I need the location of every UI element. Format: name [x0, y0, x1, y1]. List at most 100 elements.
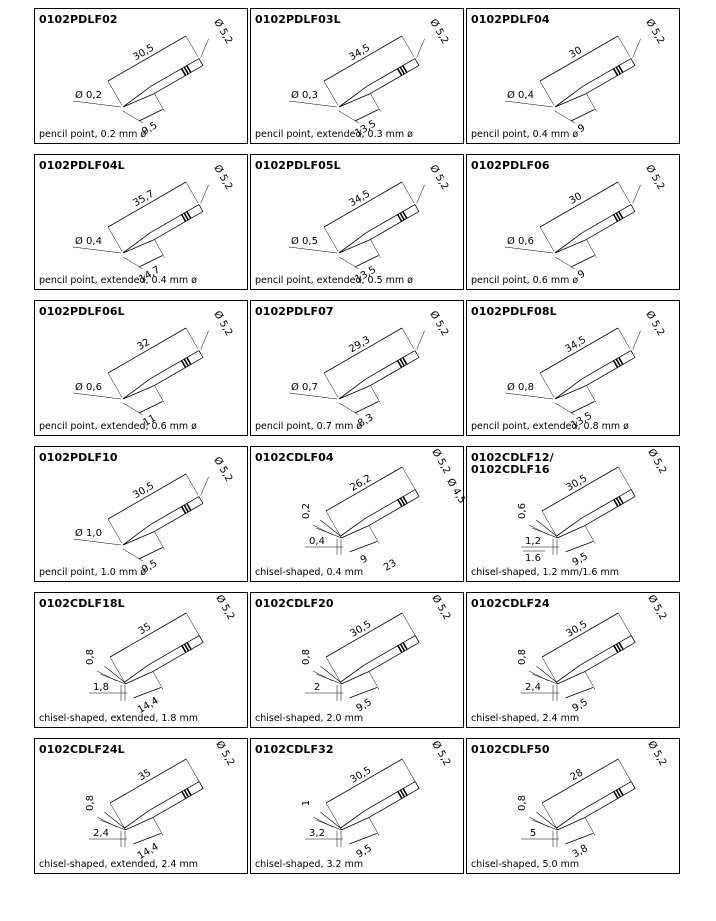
tip-dimension-drawing: 30,5Ø 5,2Ø 1,09,5	[72, 455, 235, 576]
length-label: 35	[137, 621, 154, 637]
tip-shaft	[364, 781, 420, 818]
tip-taper	[554, 86, 587, 108]
tip-shaft	[582, 204, 636, 240]
reach-label: 9,5	[355, 697, 374, 714]
tip-ring	[401, 356, 408, 366]
tip-ring	[181, 790, 187, 800]
blade-width-label: 2,4	[525, 682, 541, 693]
tip-description: chisel-shaped, 3.2 mm	[255, 859, 364, 870]
reach-dimension-line	[349, 833, 378, 845]
tip-ring	[399, 212, 406, 221]
tip-part-number: 0102PDLF04L	[39, 159, 125, 172]
tip-diameter-leader	[72, 100, 122, 108]
tip-part-number: 0102PDLF03L	[255, 13, 341, 26]
tip-ring	[185, 64, 192, 74]
tip-shaft	[582, 58, 636, 94]
blade-thickness-label: 0,6	[517, 503, 528, 519]
length-label: 35	[137, 767, 154, 783]
tip-drawing	[72, 35, 209, 124]
tip-description: pencil point, extended, 0.8 mm ø	[471, 421, 629, 432]
reach2-label: 23	[382, 558, 399, 574]
tip-part-number: 0102CDLF04	[255, 451, 334, 464]
length-dimension-line	[541, 466, 619, 512]
tip-drawing	[504, 35, 641, 124]
tip-diameter-label: Ø 0,7	[291, 381, 318, 393]
tip-drawing	[305, 466, 420, 555]
tip-part-number: 0102CDLF32	[255, 743, 334, 756]
reach-label: 9	[576, 122, 587, 135]
reach-dimension-line	[349, 687, 378, 699]
tip-diameter-leader	[288, 246, 338, 254]
tip-part-number: 0102PDLF05L	[255, 159, 341, 172]
tip-diameter-leader	[288, 392, 338, 400]
tip-part-number: 0102CDLF12/ 0102CDLF16	[471, 451, 554, 476]
tip-part-number: 0102CDLF20	[255, 597, 334, 610]
tip-shaft	[150, 204, 204, 240]
length-dimension-line	[107, 327, 187, 374]
shaft-diameter-label: Ø 5,2	[645, 593, 669, 622]
tip-ring	[397, 498, 403, 508]
tip-shaft	[366, 350, 420, 386]
tip-part-number: 0102CDLF18L	[39, 597, 125, 610]
blade-width2-label: 1.6	[525, 553, 541, 564]
shaft-diameter-label: Ø 5,2	[427, 309, 451, 338]
tip-ring	[617, 64, 624, 74]
tip-part-number: 0102CDLF24L	[39, 743, 125, 756]
tip-description: chisel-shaped, 0.4 mm	[255, 567, 364, 578]
tip-ring	[615, 66, 622, 75]
tip-dimension-drawing: 34,5Ø 5,2Ø 0,513,5	[288, 163, 451, 285]
tip-diameter-label: Ø 0,4	[75, 235, 102, 247]
length-dimension-line	[107, 473, 187, 520]
tip-description: chisel-shaped, 1.2 mm/1.6 mm	[471, 567, 619, 578]
tip-ring	[618, 641, 624, 651]
tip-diameter-label: Ø 0,5	[291, 235, 318, 247]
reach-dimension-line	[138, 109, 163, 122]
chisel-blade	[556, 664, 586, 685]
reach-label: 9	[359, 553, 370, 566]
tip-description: chisel-shaped, 2.0 mm	[255, 713, 364, 724]
tip-diameter-label: Ø 0,6	[507, 235, 534, 247]
chisel-blade	[556, 810, 586, 831]
reach-label: 9,5	[355, 843, 374, 860]
blade-thickness-label: 0,8	[85, 649, 96, 665]
tip-description: pencil point, extended, 0.3 mm ø	[255, 129, 413, 140]
tip-ring	[396, 359, 403, 369]
reach-dimension-line	[570, 109, 595, 122]
tip-taper	[122, 86, 155, 108]
tip-shaft	[148, 781, 204, 818]
tip-dimension-drawing: 34,5Ø 5,2Ø 0,313,5	[288, 17, 451, 139]
reach-label: 3,8	[571, 843, 590, 860]
tip-ring	[612, 67, 619, 77]
shaft-diameter-label: Ø 5,2	[427, 163, 451, 192]
tip-shaft	[580, 781, 636, 818]
blade-width-label: 2	[314, 682, 320, 693]
tip-part-number: 0102PDLF06L	[39, 305, 125, 318]
tip-diameter-leader	[504, 392, 554, 400]
blade-width-label: 1,8	[93, 682, 109, 693]
shaft-diameter-label: Ø 5,2	[645, 739, 669, 768]
tip-ring	[612, 213, 619, 223]
length-dimension-line	[325, 758, 403, 804]
blade-thickness-label: 0,8	[301, 649, 312, 665]
tip-ring	[399, 789, 406, 798]
tip-ring	[399, 497, 406, 506]
tip-dimension-drawing: 30Ø 5,2Ø 0,69	[504, 163, 667, 281]
tip-dimension-drawing: 28Ø 5,20,853,8	[517, 739, 669, 860]
tip-shaft	[150, 58, 204, 94]
tip-part-number: 0102PDLF06	[471, 159, 550, 172]
reach-dimension-line	[138, 547, 163, 560]
reach-dimension-line	[133, 833, 162, 845]
tip-ring	[402, 641, 408, 651]
blade-thickness-label: 1	[301, 800, 312, 806]
length-dimension-line	[107, 181, 187, 228]
length-dimension-line	[107, 35, 187, 82]
length-dimension-line	[539, 35, 619, 82]
tip-description: pencil point, extended, 0.5 mm ø	[255, 275, 413, 286]
